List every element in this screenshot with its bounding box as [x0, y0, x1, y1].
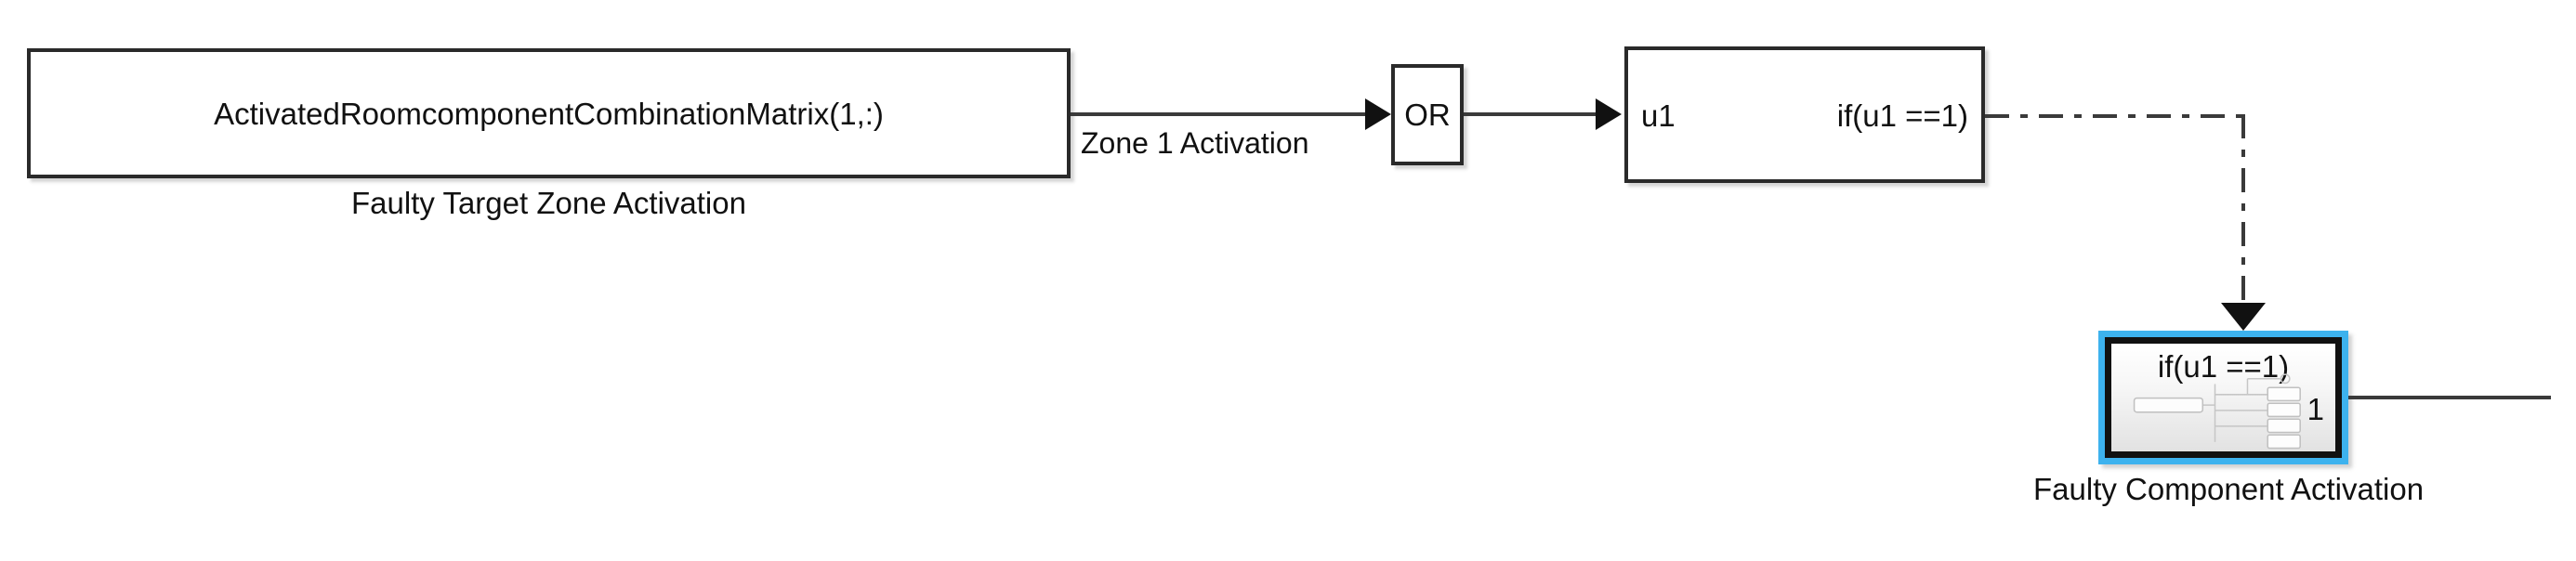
signal-line-subsystem-output[interactable]: [2348, 396, 2551, 399]
block-logical-operator-or-label: OR: [1404, 97, 1451, 132]
block-matrix-selector[interactable]: ActivatedRoomcomponentCombinationMatrix(…: [27, 48, 1071, 178]
block-logical-operator-or[interactable]: OR: [1391, 64, 1464, 165]
block-if-output-port-label: if(u1 ==1): [1836, 98, 1968, 133]
block-action-subsystem[interactable]: if(u1 ==1): [2098, 331, 2348, 464]
control-line-vertical[interactable]: [2241, 114, 2245, 306]
block-action-subsystem-title: if(u1 ==1): [2157, 349, 2290, 384]
arrowhead-into-or: [1365, 98, 1391, 130]
subsystem-body: if(u1 ==1): [2105, 337, 2342, 458]
signal-line-or-to-if[interactable]: [1464, 112, 1598, 116]
block-action-subsystem-caption: Faulty Component Activation: [2033, 472, 2425, 506]
arrowhead-into-subsystem: [2221, 303, 2266, 331]
arrowhead-into-if: [1596, 98, 1622, 130]
block-if[interactable]: u1 if(u1 ==1): [1624, 46, 1985, 183]
block-action-subsystem-outport-number: 1: [2307, 392, 2324, 426]
control-line-horizontal[interactable]: [1985, 114, 2245, 118]
signal-line-zone-activation[interactable]: [1071, 112, 1369, 116]
block-matrix-selector-title: ActivatedRoomcomponentCombinationMatrix(…: [214, 97, 884, 131]
block-matrix-selector-caption: Faulty Target Zone Activation: [351, 186, 746, 220]
block-if-input-port-label: u1: [1641, 98, 1676, 133]
signal-label-zone-activation: Zone 1 Activation: [1081, 126, 1309, 160]
